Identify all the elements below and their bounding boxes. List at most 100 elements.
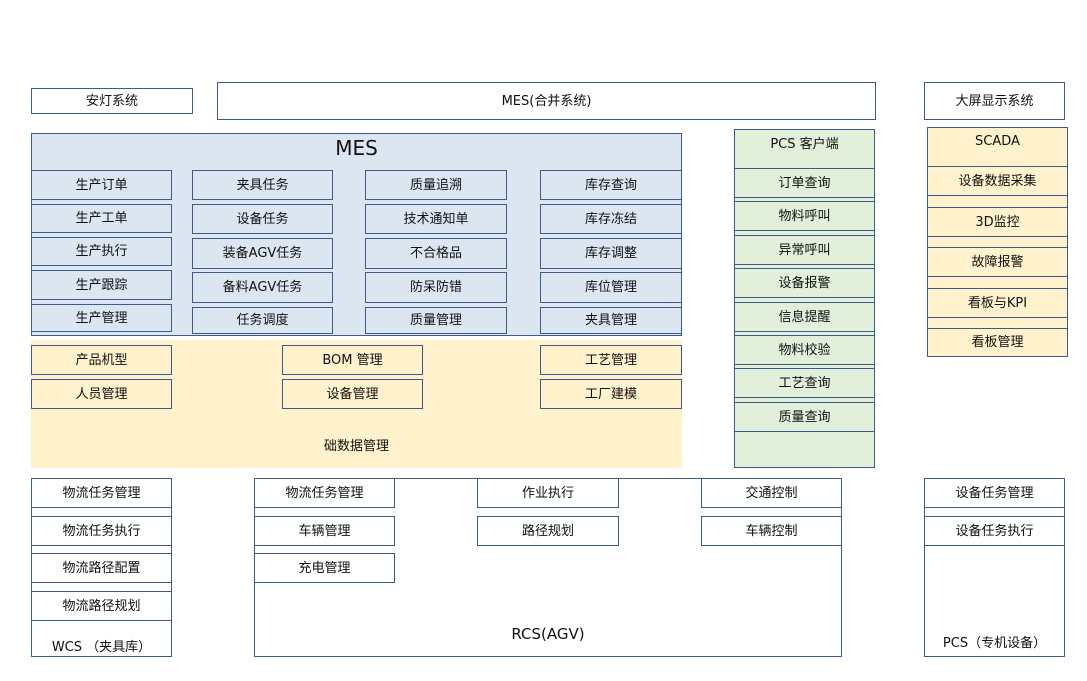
pcs-dedicated-item-label: 设备任务执行 [955, 523, 1034, 539]
base-factory-modeling[interactable]: 工厂建模 [540, 379, 682, 409]
mes-quality-traceability[interactable]: 质量追溯 [365, 170, 507, 200]
mes-item-label: 防呆防错 [409, 280, 462, 295]
wcs-item-label: 物流路径规划 [62, 598, 141, 614]
mes-equipment-task[interactable]: 设备任务 [192, 204, 333, 234]
mes-error-proofing[interactable]: 防呆防错 [365, 272, 507, 303]
pcs-exception-call[interactable]: 异常呼叫 [734, 235, 875, 265]
mes-merged-system[interactable]: MES(合并系统) [217, 82, 876, 120]
mes-production-tracking[interactable]: 生产跟踪 [31, 270, 172, 300]
base-product-model[interactable]: 产品机型 [31, 345, 172, 375]
scada-item-label: 设备数据采集 [958, 173, 1037, 189]
pcs-client-item-label: 质量查询 [778, 409, 831, 425]
mes-inventory-query[interactable]: 库存查询 [540, 170, 682, 200]
mes-item-label: 生产跟踪 [75, 277, 128, 293]
wcs-item-label: 物流路径配置 [62, 560, 141, 576]
rcs-path-planning[interactable]: 路径规划 [477, 516, 619, 546]
wcs-logistics-task-management[interactable]: 物流任务管理 [31, 478, 172, 508]
wcs-logistics-task-execution[interactable]: 物流任务执行 [31, 516, 172, 546]
rcs-logistics-task-management[interactable]: 物流任务管理 [254, 478, 395, 508]
big-screen-display-system[interactable]: 大屏显示系统 [924, 82, 1065, 120]
base-bom-management[interactable]: BOM 管理 [282, 345, 423, 375]
scada-panel: SCADA [927, 127, 1068, 357]
base-item-label: 人员管理 [75, 386, 128, 402]
mes-fixture-task[interactable]: 夹具任务 [192, 170, 333, 200]
pcs-equipment-alarm[interactable]: 设备报警 [734, 268, 875, 298]
mes-item-label: 质量管理 [409, 313, 462, 328]
pcs-material-check[interactable]: 物料校验 [734, 335, 875, 365]
scada-3d-monitoring[interactable]: 3D监控 [927, 207, 1068, 237]
mes-item-label: 生产执行 [75, 244, 128, 259]
mes-technical-notice[interactable]: 技术通知单 [365, 204, 507, 234]
pcs-order-query[interactable]: 订单查询 [734, 168, 875, 198]
wcs-item-label: 物流任务管理 [62, 485, 141, 501]
andon-system[interactable]: 安灯系统 [31, 88, 193, 114]
base-item-label: 设备管理 [326, 386, 379, 402]
pcs-dedicated-item-label: 设备任务管理 [955, 485, 1034, 501]
wcs-logistics-path-config[interactable]: 物流路径配置 [31, 553, 172, 583]
mes-item-label: 生产管理 [75, 310, 128, 326]
mes-production-management[interactable]: 生产管理 [31, 304, 172, 332]
rcs-charging-management[interactable]: 充电管理 [254, 553, 395, 583]
mes-item-label: 库存查询 [584, 177, 637, 193]
pcs-client-item-label: 订单查询 [778, 175, 831, 191]
mes-quality-management[interactable]: 质量管理 [365, 307, 507, 334]
scada-item-label: 3D监控 [975, 214, 1020, 230]
mes-task-scheduling[interactable]: 任务调度 [192, 307, 333, 334]
pcs-client-title: PCS 客户端 [770, 137, 839, 152]
mes-inventory-freeze[interactable]: 库存冻结 [540, 204, 682, 234]
base-data-title: 础数据管理 [323, 439, 389, 454]
pcs-client-item-label: 异常呼叫 [778, 242, 831, 258]
mes-material-agv-task[interactable]: 备料AGV任务 [192, 272, 333, 303]
scada-kanban-kpi[interactable]: 看板与KPI [927, 288, 1068, 318]
mes-item-label: 库存冻结 [584, 211, 637, 227]
rcs-vehicle-management[interactable]: 车辆管理 [254, 516, 395, 546]
rcs-item-label: 车辆管理 [298, 523, 351, 539]
pcs-material-call[interactable]: 物料呼叫 [734, 201, 875, 231]
mes-item-label: 库存调整 [584, 246, 637, 261]
base-personnel-management[interactable]: 人员管理 [31, 379, 172, 409]
rcs-item-label: 车辆控制 [745, 523, 798, 539]
rcs-vehicle-control[interactable]: 车辆控制 [701, 516, 842, 546]
mes-assembly-agv-task[interactable]: 装备AGV任务 [192, 238, 333, 269]
base-equipment-management[interactable]: 设备管理 [282, 379, 423, 409]
pcs-quality-query[interactable]: 质量查询 [734, 402, 875, 432]
base-process-management[interactable]: 工艺管理 [540, 345, 682, 375]
mes-item-label: 生产工单 [75, 211, 128, 226]
scada-title: SCADA [975, 134, 1020, 149]
mes-location-management[interactable]: 库位管理 [540, 272, 682, 303]
wcs-logistics-path-planning[interactable]: 物流路径规划 [31, 591, 172, 621]
mes-production-order[interactable]: 生产订单 [31, 170, 172, 200]
mes-production-execution[interactable]: 生产执行 [31, 237, 172, 266]
scada-equipment-data-collection[interactable]: 设备数据采集 [927, 166, 1068, 196]
pcs-equipment-task-execution[interactable]: 设备任务执行 [924, 516, 1065, 546]
mes-fixture-management[interactable]: 夹具管理 [540, 307, 682, 334]
wcs-item-label: 物流任务执行 [62, 523, 141, 539]
pcs-client-item-label: 工艺查询 [778, 375, 831, 391]
mes-item-label: 库位管理 [584, 280, 637, 295]
pcs-equipment-task-management[interactable]: 设备任务管理 [924, 478, 1065, 508]
scada-item-label: 故障报警 [971, 254, 1024, 270]
pcs-client-item-label: 信息提醒 [778, 309, 831, 325]
pcs-info-reminder[interactable]: 信息提醒 [734, 302, 875, 332]
mes-item-label: 夹具管理 [584, 313, 637, 328]
mes-title: MES [335, 136, 378, 160]
pcs-process-query[interactable]: 工艺查询 [734, 368, 875, 398]
mes-production-workorder[interactable]: 生产工单 [31, 204, 172, 233]
rcs-job-execution[interactable]: 作业执行 [477, 478, 619, 508]
mes-panel: MES [31, 133, 682, 336]
pcs-client-item-label: 设备报警 [778, 275, 831, 291]
rcs-item-label: 作业执行 [521, 485, 574, 501]
rcs-traffic-control[interactable]: 交通控制 [701, 478, 842, 508]
scada-fault-alarm[interactable]: 故障报警 [927, 247, 1068, 277]
rcs-item-label: 路径规划 [521, 523, 574, 539]
mes-nonconforming-product[interactable]: 不合格品 [365, 238, 507, 269]
mes-merged-system-label: MES(合并系统) [501, 93, 592, 109]
pcs-client-item-label: 物料校验 [778, 342, 831, 358]
rcs-title: RCS(AGV) [511, 625, 585, 643]
base-item-label: 工厂建模 [584, 386, 637, 402]
mes-item-label: 质量追溯 [409, 177, 462, 193]
scada-kanban-management[interactable]: 看板管理 [927, 328, 1068, 357]
mes-item-label: 技术通知单 [403, 211, 469, 227]
andon-system-label: 安灯系统 [85, 93, 138, 109]
mes-inventory-adjustment[interactable]: 库存调整 [540, 238, 682, 269]
